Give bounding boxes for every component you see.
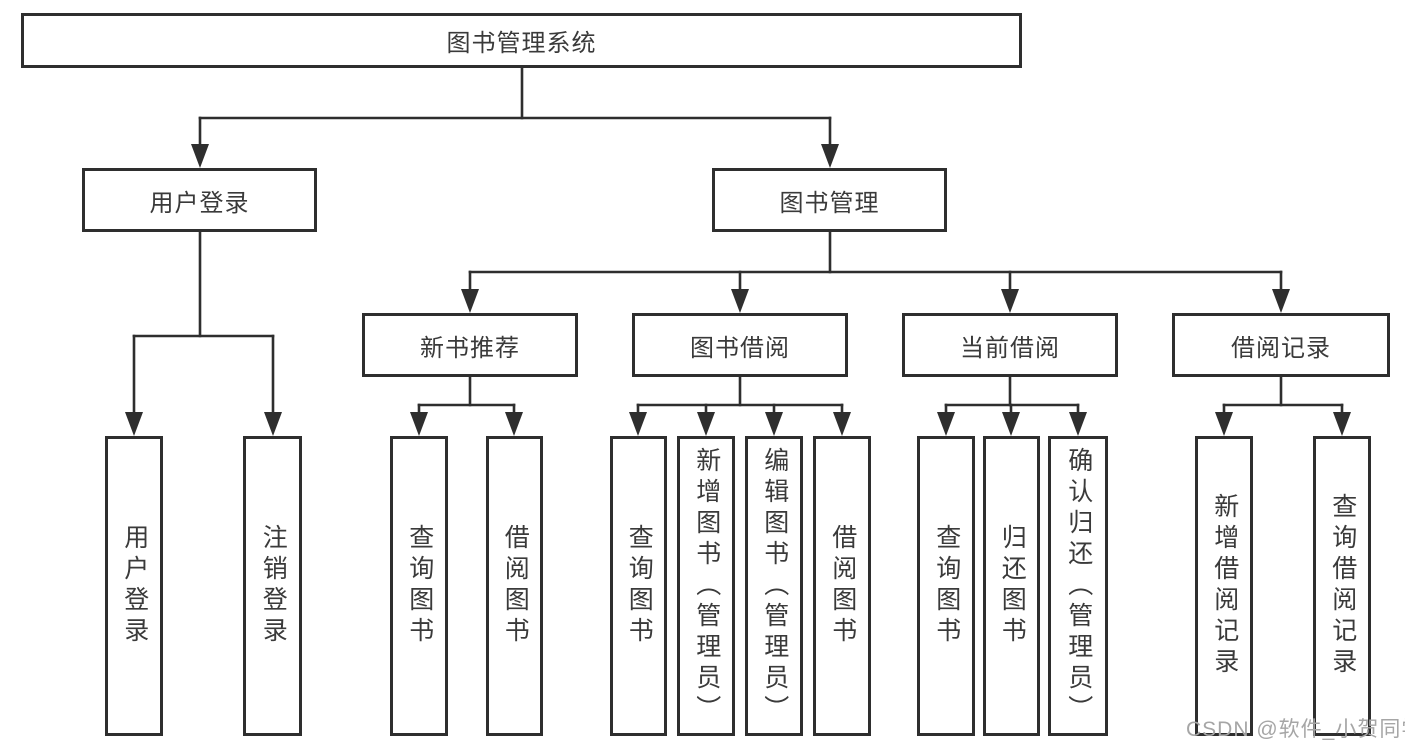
arrowhead xyxy=(264,412,282,436)
leaf-label: 新增借阅记录 xyxy=(1210,493,1239,679)
arrowhead xyxy=(765,412,783,436)
arrowhead xyxy=(629,412,647,436)
leaf-add-book-admin: 新增图书（管理员） xyxy=(677,436,735,736)
leaf-query-books-recommend: 查询图书 xyxy=(390,436,448,736)
node-borrowing-records: 借阅记录 xyxy=(1172,313,1390,377)
leaf-edit-book-admin: 编辑图书（管理员） xyxy=(745,436,803,736)
leaf-label: 查询图书 xyxy=(932,524,961,648)
arrowhead xyxy=(697,412,715,436)
node-label: 当前借阅 xyxy=(960,334,1060,362)
node-label: 新书推荐 xyxy=(420,334,520,362)
arrowhead xyxy=(461,289,479,313)
leaf-borrow-books-recommend: 借阅图书 xyxy=(486,436,543,736)
leaf-label: 注销登录 xyxy=(259,524,288,648)
leaf-query-books-current: 查询图书 xyxy=(917,436,975,736)
arrowhead xyxy=(1001,289,1019,313)
node-book-borrowing: 图书借阅 xyxy=(632,313,848,377)
arrowhead xyxy=(191,144,209,168)
arrowhead xyxy=(1215,412,1233,436)
leaf-return-books: 归还图书 xyxy=(983,436,1040,736)
arrowhead xyxy=(821,144,839,168)
arrowhead xyxy=(1002,412,1020,436)
arrowhead xyxy=(1333,412,1351,436)
leaf-logout: 注销登录 xyxy=(243,436,302,736)
arrowhead-group xyxy=(125,144,1351,436)
node-label: 图书管理 xyxy=(779,189,880,217)
node-library-system: 图书管理系统 xyxy=(21,13,1022,68)
leaf-label: 查询图书 xyxy=(625,524,654,648)
leaf-label: 归还图书 xyxy=(998,524,1027,648)
arrowhead xyxy=(1069,412,1087,436)
arrowhead xyxy=(1272,289,1290,313)
node-label: 借阅记录 xyxy=(1231,334,1331,362)
arrowhead xyxy=(937,412,955,436)
leaf-label: 借阅图书 xyxy=(828,524,857,648)
leaf-label: 确认归还（管理员） xyxy=(1064,446,1093,726)
node-new-book-recommend: 新书推荐 xyxy=(362,313,578,377)
node-label: 图书管理系统 xyxy=(446,30,597,57)
leaf-query-borrow-record: 查询借阅记录 xyxy=(1313,436,1371,736)
leaf-query-books-borrowing: 查询图书 xyxy=(610,436,667,736)
arrowhead xyxy=(731,289,749,313)
leaf-label: 查询图书 xyxy=(405,524,434,648)
leaf-label: 借阅图书 xyxy=(501,524,530,648)
arrowhead xyxy=(125,412,143,436)
csdn-watermark: CSDN @软件_小贺同学 xyxy=(1186,718,1405,741)
arrowhead xyxy=(833,412,851,436)
node-label: 图书借阅 xyxy=(690,334,790,362)
leaf-label: 查询借阅记录 xyxy=(1328,493,1357,679)
node-current-borrowing: 当前借阅 xyxy=(902,313,1118,377)
leaf-add-borrow-record: 新增借阅记录 xyxy=(1195,436,1253,736)
node-user-login: 用户登录 xyxy=(82,168,317,232)
leaf-borrow-books-borrowing: 借阅图书 xyxy=(813,436,871,736)
arrowhead xyxy=(410,412,428,436)
leaf-label: 编辑图书（管理员） xyxy=(760,446,789,726)
arrowhead xyxy=(505,412,523,436)
leaf-label: 用户登录 xyxy=(120,524,149,648)
leaf-confirm-return-admin: 确认归还（管理员） xyxy=(1048,436,1108,736)
leaf-label: 新增图书（管理员） xyxy=(692,446,721,726)
node-book-management: 图书管理 xyxy=(712,168,947,232)
node-label: 用户登录 xyxy=(149,189,250,217)
leaf-user-login: 用户登录 xyxy=(105,436,163,736)
